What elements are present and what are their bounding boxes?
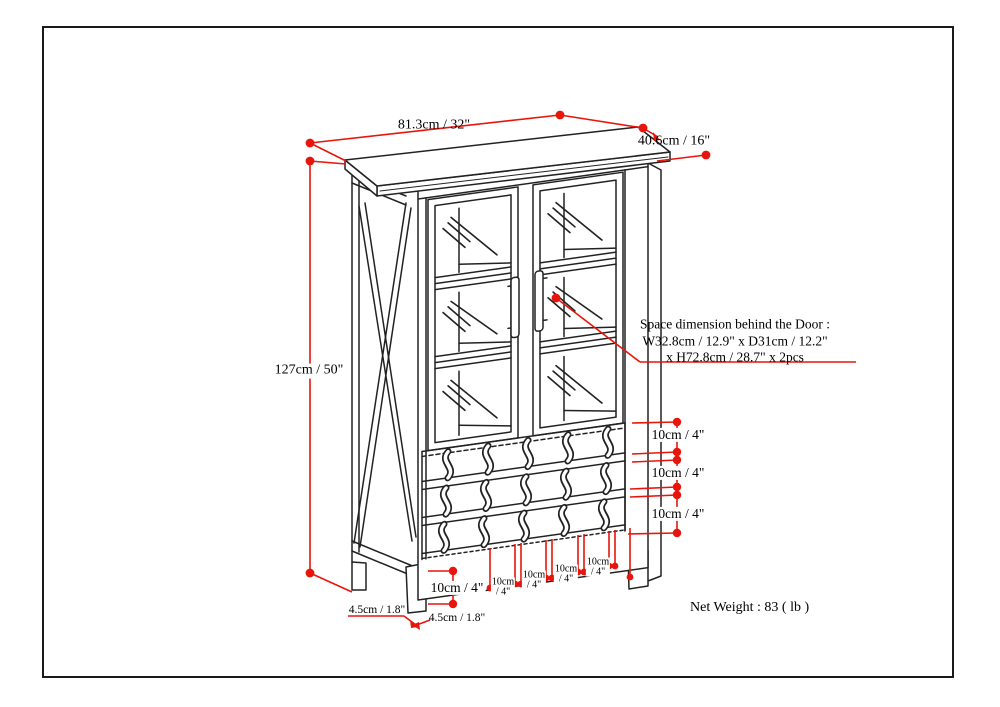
door-right-shelves bbox=[539, 192, 617, 422]
dimension-arrowheads bbox=[410, 132, 660, 630]
dim-slot-1: 10cm / 4" bbox=[490, 576, 516, 597]
dim-slot-4-line2: / 4" bbox=[590, 566, 606, 577]
dim-slot-4-line1: 10cm bbox=[586, 556, 610, 568]
dim-right-gap-1: 10cm / 4" bbox=[649, 426, 707, 443]
dim-slot-2-line2: / 4" bbox=[526, 579, 542, 590]
dim-slot-2-line1: 10cm bbox=[522, 569, 546, 581]
dim-right-gap-2: 10cm / 4" bbox=[649, 464, 707, 481]
dim-slot-3-line2: / 4" bbox=[558, 573, 574, 584]
space-note-line3: x H72.8cm / 28.7" x 2pcs bbox=[666, 349, 804, 365]
dim-slot-1-line2: / 4" bbox=[495, 586, 511, 597]
dim-slot-3: 10cm / 4" bbox=[553, 563, 579, 584]
cabinet-side-panel bbox=[351, 173, 417, 578]
dim-slot-1-line1: 10cm bbox=[491, 576, 515, 588]
cabinet-front-face bbox=[417, 156, 649, 601]
space-dimension-note: Space dimension behind the Door : W32.8c… bbox=[640, 316, 830, 366]
dim-foot-side: 4.5cm / 1.8" bbox=[348, 603, 406, 616]
dim-depth-label: 40.6cm / 16" bbox=[637, 133, 711, 149]
space-note-line1: Space dimension behind the Door : bbox=[639, 316, 831, 332]
page-border bbox=[42, 26, 954, 678]
door-left-shelves bbox=[434, 207, 512, 436]
dim-foot-front: 4.5cm / 1.8" bbox=[428, 611, 486, 624]
dim-bottom-left-gap: 10cm / 4" bbox=[428, 579, 486, 596]
cabinet-right-post bbox=[647, 162, 662, 582]
door-handle-right bbox=[534, 270, 548, 332]
dim-slot-4: 10cm / 4" bbox=[585, 556, 611, 577]
dim-right-gap-3: 10cm / 4" bbox=[649, 505, 707, 522]
dim-slot-3-line1: 10cm bbox=[554, 563, 578, 575]
dim-height-label: 127cm / 50" bbox=[272, 362, 346, 379]
cabinet-top bbox=[344, 126, 671, 197]
space-note-line2: W32.8cm / 12.9" x D31cm / 12.2" bbox=[642, 332, 828, 348]
dim-slot-2: 10cm / 4" bbox=[521, 569, 547, 590]
door-handle-left bbox=[507, 276, 520, 339]
cabinet bbox=[344, 126, 671, 614]
net-weight-label: Net Weight : 83 ( lb ) bbox=[690, 600, 810, 615]
dim-width-label: 81.3cm / 32" bbox=[397, 117, 471, 133]
